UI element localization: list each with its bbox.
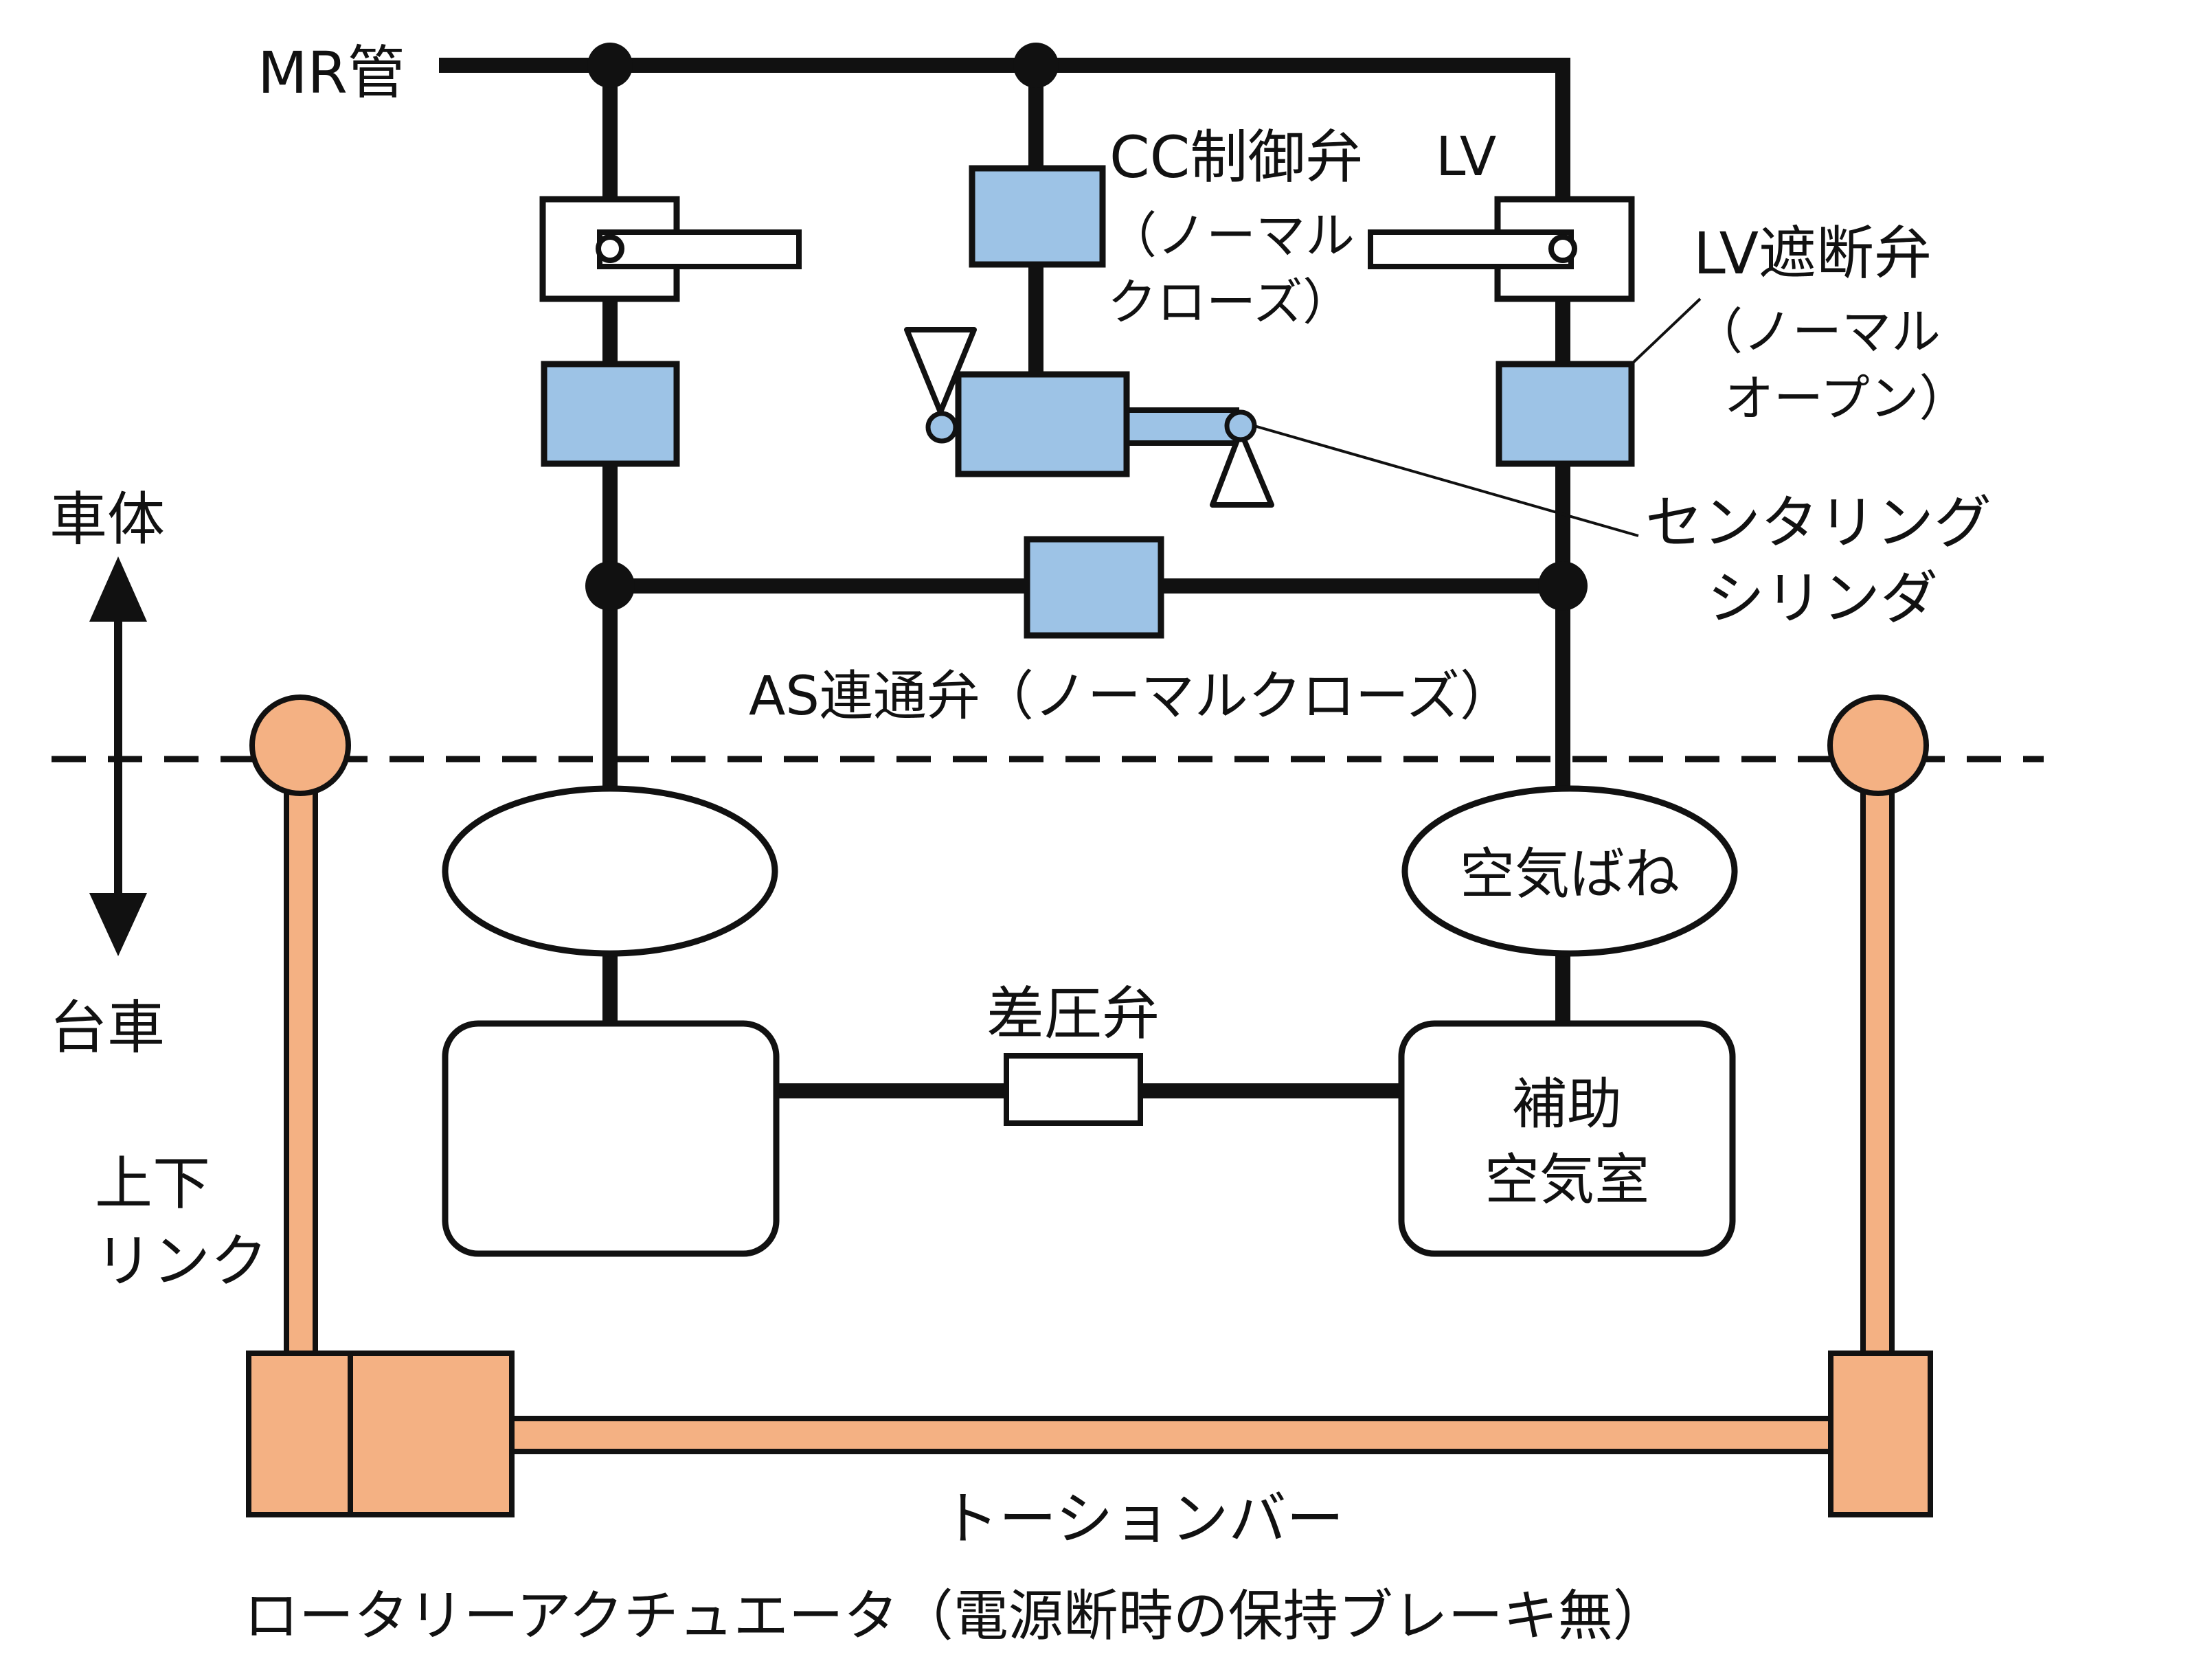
left-pivot-joint (249, 694, 351, 796)
double-arrow-icon (89, 556, 147, 956)
right-torsion-arm-block (1828, 1351, 1933, 1517)
cc-control-valve-note-1: （ノーマル (1107, 207, 1355, 264)
right-air-spring (1401, 785, 1738, 957)
torsion-bar (506, 1416, 1837, 1454)
centering-cylinder-label-2: シリンダ (1707, 565, 1938, 632)
left-vertical-link (284, 770, 318, 1359)
left-air-spring (442, 785, 778, 957)
centering-cylinder-label-1: センタリング (1645, 489, 1991, 556)
lv-cutoff-valve-label: LV遮断弁 (1693, 220, 1932, 287)
right-lv-cutoff-valve (1496, 361, 1635, 467)
cc-control-valve (969, 165, 1106, 268)
right-auxiliary-air-chamber (1398, 1020, 1736, 1257)
auxiliary-air-chamber-label-2: 空気室 (1485, 1148, 1649, 1212)
rotary-actuator (348, 1351, 515, 1517)
auxiliary-air-chamber-label-1: 補助 (1512, 1072, 1622, 1136)
as-connecting-valve-label: AS連通弁（ノーマルクローズ） (749, 666, 1513, 727)
torsion-bar-label: トーションバー (941, 1485, 1344, 1552)
vertical-link-label-2: リンク (95, 1228, 268, 1295)
bogie-label: 台車 (49, 994, 165, 1061)
lv-cutoff-leader-line (1630, 297, 1702, 365)
vertical-link-label-1: 上下 (95, 1150, 210, 1217)
left-lv-cutoff-valve (541, 361, 680, 467)
centering-cylinder (904, 327, 1274, 508)
right-leveling-valve (1368, 196, 1635, 302)
lv-cutoff-valve-note-2: オープン） (1724, 370, 1969, 427)
rotary-actuator-block (246, 1351, 353, 1517)
rotary-actuator-label: ロータリーアクチュエータ（電源断時の保持ブレーキ無） (244, 1584, 1668, 1648)
lv-label: LV (1436, 126, 1496, 188)
junction-dot (1013, 43, 1059, 88)
air-spring-label: 空気ばね (1460, 842, 1680, 906)
car-body-label: 車体 (49, 486, 165, 553)
air-spring-to-chamber-pipes (602, 945, 1570, 1098)
cc-control-valve-note-2: クローズ） (1107, 273, 1352, 331)
differential-pressure-valve-label: 差圧弁 (986, 980, 1160, 1048)
right-vertical-link (1860, 770, 1895, 1359)
differential-pressure-valve (1004, 1053, 1143, 1126)
junction-dot (587, 43, 633, 88)
left-auxiliary-air-chamber (442, 1020, 780, 1257)
junction-dot (585, 561, 635, 611)
lv-cutoff-valve-note-1: （ノーマル (1693, 303, 1941, 361)
cc-control-valve-label: CC制御弁 (1109, 124, 1363, 191)
as-connecting-valve (1024, 536, 1164, 639)
mr-pipe-label: MR管 (258, 39, 405, 106)
centering-cylinder-leader-line (1254, 425, 1639, 537)
junction-dot (1538, 561, 1588, 611)
left-leveling-valve (539, 196, 802, 302)
right-pivot-joint (1827, 694, 1929, 796)
